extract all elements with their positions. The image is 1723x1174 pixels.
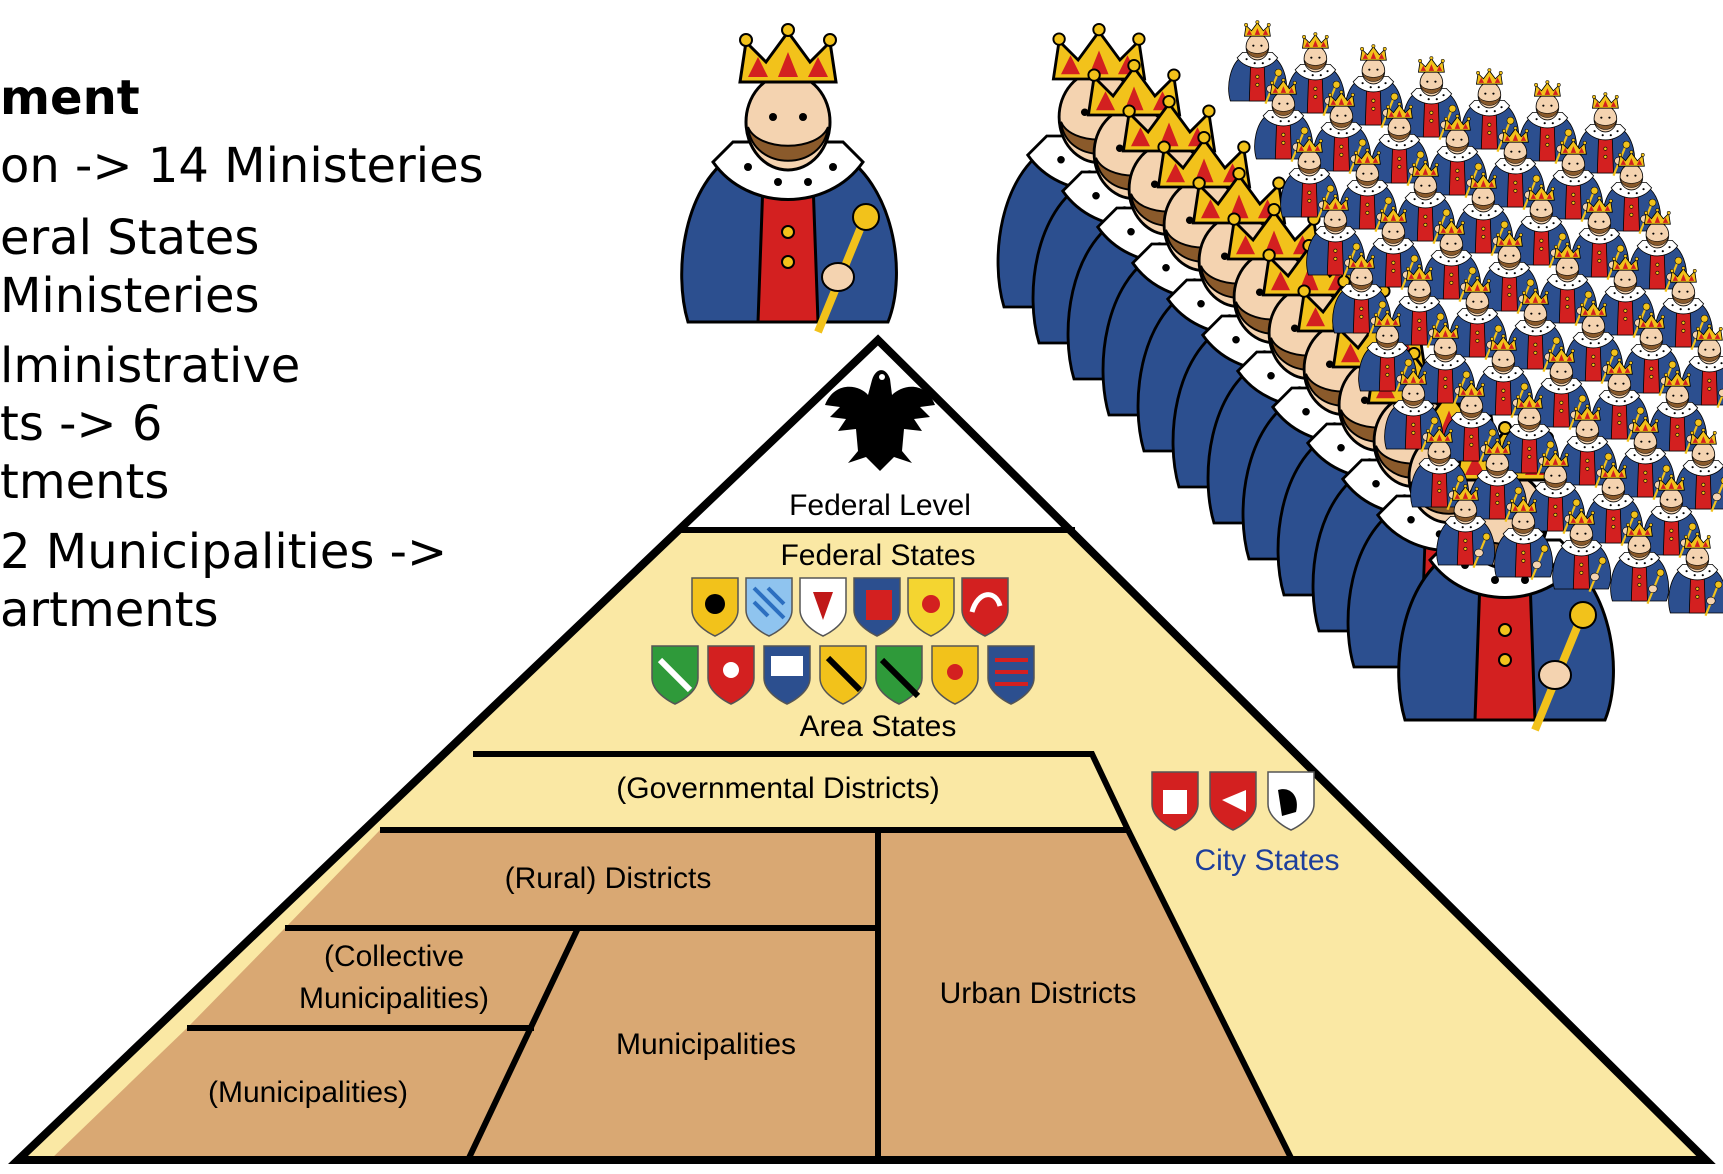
municipalities-paren-region: [50, 1028, 534, 1160]
federal-states-coats-of-arms-row-2: [651, 645, 1035, 705]
slide-line-5: ts -> 6: [0, 396, 163, 452]
king-illustration-federal: [682, 24, 897, 332]
divider-municipalities: [465, 926, 581, 1162]
divider-urban-right: [1125, 828, 1295, 1162]
urban-districts-region: [878, 830, 1292, 1160]
label-municipalities-paren: (Municipalities): [208, 1076, 408, 1109]
label-collective-municipalities-1: (Collective: [324, 940, 464, 973]
slide-line-4: lministrative: [0, 338, 301, 394]
label-collective-municipalities-2: Municipalities): [299, 982, 489, 1015]
label-governmental-districts: (Governmental Districts): [616, 772, 939, 805]
federal-states-coats-of-arms-row-1: [691, 577, 1009, 637]
label-urban-districts: Urban Districts: [940, 977, 1137, 1010]
label-rural-districts: (Rural) Districts: [505, 862, 712, 895]
collective-municipalities-region: [187, 928, 578, 1028]
city-states-coats-of-arms: [1151, 771, 1315, 831]
slide-line-3: Ministeries: [0, 268, 260, 324]
label-federal-states: Federal States: [780, 539, 975, 572]
slide-line-1: on -> 14 Ministeries: [0, 138, 484, 194]
slide-line-2: eral States: [0, 210, 260, 266]
federal-eagle-icon: [825, 370, 935, 471]
municipalities-region: [468, 928, 878, 1160]
label-city-states: City States: [1194, 844, 1339, 877]
slide-heading: ment: [0, 70, 140, 126]
slide-line-8: artments: [0, 582, 219, 638]
pyramid-outline: [8, 334, 1716, 1164]
label-federal-level: Federal Level: [789, 489, 971, 522]
divider-area-states: [473, 751, 1131, 832]
pyramid: Federal Level Federal States Area States…: [8, 334, 1716, 1164]
label-municipalities: Municipalities: [616, 1028, 796, 1061]
slide-line-6: tments: [0, 454, 170, 510]
rural-districts-region: [285, 830, 878, 928]
slide-line-7: 2 Municipalities ->: [0, 524, 448, 580]
label-area-states: Area States: [800, 710, 957, 743]
